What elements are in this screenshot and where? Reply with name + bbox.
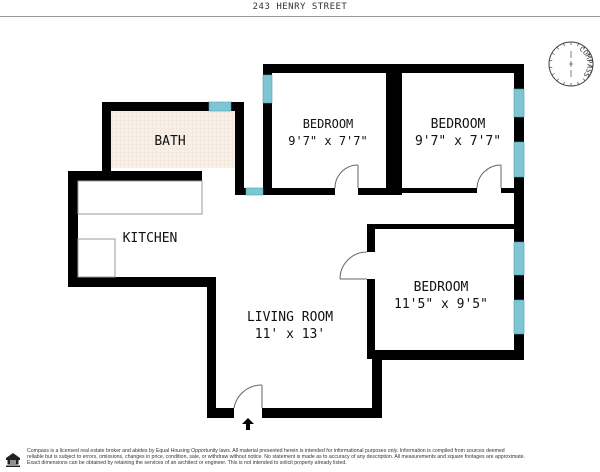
dims-bedroom3: 11'5" x 9'5" bbox=[394, 297, 488, 312]
window-bedroom3-a bbox=[513, 241, 525, 276]
label-bedroom3: BEDROOM bbox=[414, 280, 469, 295]
disclaimer-line: reliable but is subject to errors, omiss… bbox=[27, 454, 525, 461]
window-bath bbox=[208, 101, 232, 112]
equal-housing-icon bbox=[6, 453, 20, 467]
window-hall bbox=[245, 187, 264, 196]
door-bedroom1 bbox=[334, 164, 359, 189]
window-bedroom2-b bbox=[513, 141, 525, 178]
door-bedroom2 bbox=[476, 164, 502, 189]
door-entry bbox=[233, 384, 263, 409]
label-kitchen: KITCHEN bbox=[123, 231, 178, 246]
property-address: 243 HENRY STREET bbox=[252, 2, 348, 12]
compass-icon: COMPASS bbox=[548, 41, 594, 87]
label-living-room: LIVING ROOM bbox=[247, 310, 333, 325]
dims-bedroom2: 9'7" x 7'7" bbox=[415, 134, 501, 149]
kitchen-counters bbox=[77, 180, 203, 278]
legal-disclaimer: Compass is a licensed real estate broker… bbox=[27, 448, 597, 467]
dims-bedroom1: 9'7" x 7'7" bbox=[288, 134, 367, 148]
disclaimer-line: Compass is a licensed real estate broker… bbox=[27, 448, 505, 454]
page-header: 243 HENRY STREET bbox=[0, 0, 600, 17]
label-bedroom1: BEDROOM bbox=[303, 117, 354, 131]
window-bedroom3-b bbox=[513, 299, 525, 335]
walls bbox=[68, 64, 524, 418]
door-bedroom3 bbox=[339, 251, 368, 280]
window-bedroom1 bbox=[262, 74, 273, 104]
doors bbox=[233, 164, 502, 409]
bath-floor bbox=[110, 110, 235, 168]
entry-arrow-icon bbox=[242, 418, 254, 430]
disclaimer-line: Exact dimensions can be obtained by reta… bbox=[27, 460, 347, 467]
label-bedroom2: BEDROOM bbox=[431, 117, 486, 132]
dims-living-room: 11' x 13' bbox=[255, 327, 325, 342]
label-bath: BATH bbox=[154, 134, 185, 149]
window-bedroom2-a bbox=[513, 88, 525, 118]
windows bbox=[208, 74, 525, 335]
